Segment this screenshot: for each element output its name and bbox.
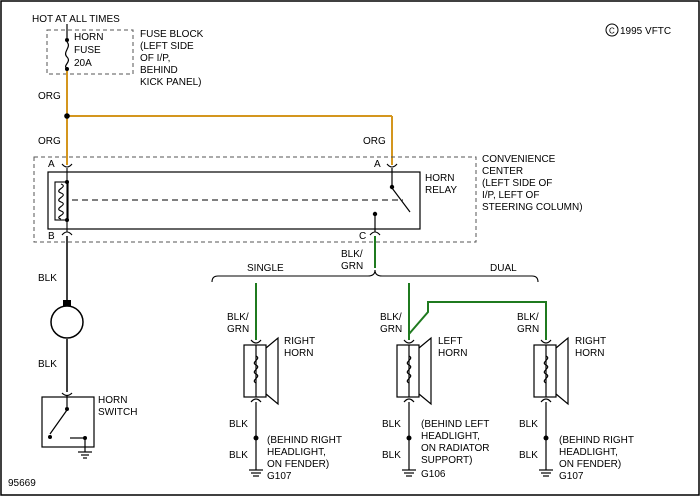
relay-label-line-2: RELAY — [425, 185, 457, 196]
wire-label-blk-7: BLK — [519, 419, 538, 430]
fuse-block-label: FUSE BLOCK (LEFT SIDE OF I/P, BEHIND KIC… — [140, 29, 204, 88]
horn-label-dual-right-2: HORN — [575, 348, 604, 359]
wire-label-blk-2: BLK — [38, 359, 57, 370]
horn-label-dual-left-2: HORN — [438, 348, 467, 359]
pin-a-right: A — [374, 159, 381, 170]
horn-label-single-right-2: HORN — [284, 348, 313, 359]
org-wiring — [66, 71, 393, 165]
option-single: SINGLE — [247, 263, 284, 274]
relay-coil — [54, 168, 69, 232]
diagram-id: 95669 — [8, 478, 36, 489]
wire-label-blkgrn-1a: BLK/ — [227, 312, 249, 323]
wire-label-blk-3: BLK — [229, 419, 248, 430]
location-dual-left-3: ON RADIATOR — [421, 443, 490, 454]
location-dual-left-2: HEADLIGHT, — [421, 431, 480, 442]
location-dual-right-3: ON FENDER) — [559, 459, 621, 470]
pin-a-left: A — [48, 159, 55, 170]
wire-label-blk-6: BLK — [382, 450, 401, 461]
horn-connector — [63, 300, 71, 306]
splice-dot — [64, 113, 70, 119]
svg-text:(LEFT SIDE: (LEFT SIDE — [140, 41, 194, 52]
svg-text:CONVENIENCE: CONVENIENCE — [482, 154, 556, 165]
wire-label-blkgrn-3b: GRN — [517, 324, 539, 335]
wire-label-blk-5: BLK — [382, 419, 401, 430]
relay-label-line-1: HORN — [425, 173, 454, 184]
fuse-type: FUSE — [74, 45, 101, 56]
ground-g107-a: G107 — [267, 471, 292, 482]
wire-label-blk-1: BLK — [38, 273, 57, 284]
wire-label-blkgrn-2a: BLK/ — [380, 312, 402, 323]
pin-b: B — [48, 231, 55, 242]
wire-label-blk-8: BLK — [519, 450, 538, 461]
svg-text:(LEFT SIDE OF: (LEFT SIDE OF — [482, 178, 552, 189]
wire-label-blkgrn-feed-2: GRN — [341, 261, 363, 272]
location-dual-left-4: SUPPORT) — [421, 455, 473, 466]
horn-switch-box — [41, 396, 95, 448]
horn-switch-label-1: HORN — [98, 395, 127, 406]
copyright-mark: C 1995 VFTC — [605, 23, 671, 37]
convenience-center-outline — [33, 156, 477, 243]
relay-contact-switch — [374, 168, 411, 232]
wire-label-blkgrn-1b: GRN — [227, 324, 249, 335]
horn-switch-label-2: SWITCH — [98, 407, 137, 418]
fuse-block-outline — [46, 29, 134, 75]
ground-g107-b: G107 — [559, 471, 584, 482]
horn-relay-box — [47, 171, 421, 230]
svg-text:OF I/P,: OF I/P, — [140, 53, 170, 64]
horn-motor-symbol — [50, 305, 84, 339]
horn-label-dual-right-1: RIGHT — [575, 336, 606, 347]
wire-label-org-2: ORG — [38, 136, 61, 147]
svg-text:CENTER: CENTER — [482, 166, 523, 177]
location-single-right-2: HEADLIGHT, — [267, 447, 326, 458]
location-dual-left-1: (BEHIND LEFT — [421, 419, 489, 430]
location-single-right-1: (BEHIND RIGHT — [267, 435, 342, 446]
horn-switch-ground-icon — [78, 451, 92, 459]
ground-icon-g107-dual — [539, 469, 553, 477]
svg-text:FUSE BLOCK: FUSE BLOCK — [140, 29, 204, 40]
wire-label-org-3: ORG — [363, 136, 386, 147]
ground-icon-g106 — [402, 469, 416, 477]
fuse-rating: 20A — [74, 58, 92, 69]
option-bracket — [211, 269, 539, 283]
svg-text:C: C — [609, 27, 615, 36]
wire-label-blkgrn-2b: GRN — [380, 324, 402, 335]
ground-icon-g107-single — [249, 469, 263, 477]
horn-label-dual-left-1: LEFT — [438, 336, 462, 347]
location-single-right-3: ON FENDER) — [267, 459, 329, 470]
wire-label-blkgrn-3a: BLK/ — [517, 312, 539, 323]
blk-grn-horn-wiring — [255, 283, 547, 340]
wire-label-blk-4: BLK — [229, 450, 248, 461]
horn-label-single-right-1: RIGHT — [284, 336, 315, 347]
horn-switch-contacts — [49, 392, 86, 452]
svg-text:KICK PANEL): KICK PANEL) — [140, 77, 202, 88]
wire-label-org-1: ORG — [38, 91, 61, 102]
ground-g106: G106 — [421, 469, 446, 480]
fuse-name: HORN — [74, 32, 103, 43]
copyright-text: 1995 VFTC — [620, 26, 671, 37]
option-dual: DUAL — [490, 263, 517, 274]
svg-text:BEHIND: BEHIND — [140, 65, 178, 76]
hot-at-all-times-label: HOT AT ALL TIMES — [32, 14, 120, 25]
svg-text:I/P, LEFT OF: I/P, LEFT OF — [482, 190, 539, 201]
svg-text:STEERING COLUMN): STEERING COLUMN) — [482, 202, 583, 213]
convenience-center-label: CONVENIENCE CENTER (LEFT SIDE OF I/P, LE… — [482, 154, 583, 213]
location-dual-right-2: HEADLIGHT, — [559, 447, 618, 458]
location-dual-right-1: (BEHIND RIGHT — [559, 435, 634, 446]
fuse-symbol — [64, 24, 70, 71]
wire-label-blkgrn-feed-1: BLK/ — [341, 249, 363, 260]
pin-c: C — [359, 231, 366, 242]
horn-icon-dual-right — [533, 336, 569, 470]
